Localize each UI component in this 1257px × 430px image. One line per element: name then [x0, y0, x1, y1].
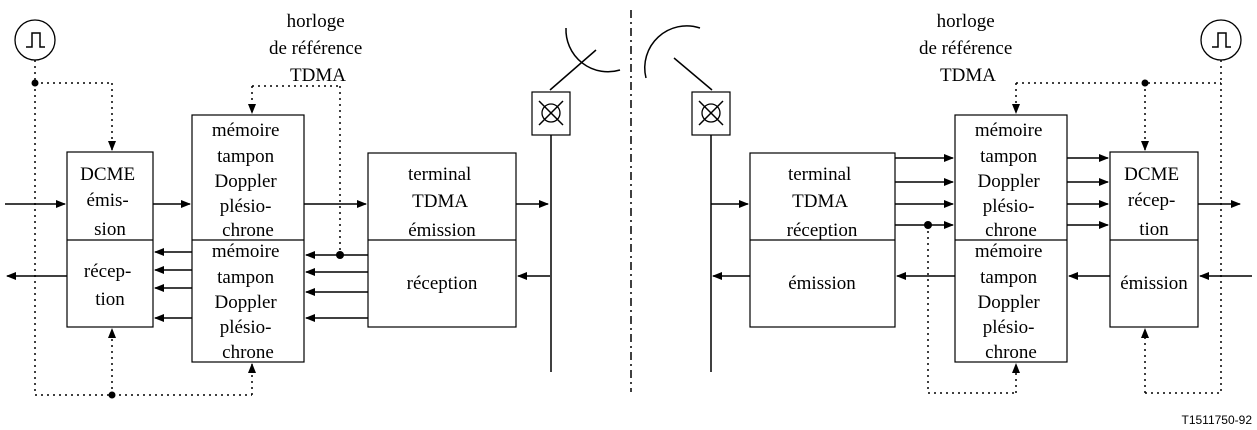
left-doppler-buffer-box [191, 114, 305, 363]
left-dcme-reception-label: récep- tion [84, 261, 136, 310]
right-doppler-buffer-box [954, 114, 1068, 363]
right-dcme-bottom-label: émission [1120, 273, 1188, 294]
right-antenna-icon [644, 25, 731, 372]
left-dcme-emission-label: DCME émis- sion [80, 164, 140, 240]
left-buffer-bottom-label: mémoire tampon Doppler plésio- chrone [212, 241, 284, 363]
left-antenna-icon [531, 27, 621, 372]
right-buffer-bottom-label: mémoire tampon Doppler plésio- chrone [975, 241, 1047, 363]
right-terminal-top-label: terminal TDMA réception [787, 164, 858, 241]
left-clock-icon [14, 19, 56, 61]
left-terminal-top-label: terminal TDMA émission [408, 164, 476, 241]
right-clock-label: horloge de référence TDMA [919, 11, 1017, 86]
right-terminal-bottom-label: émission [788, 273, 856, 294]
left-terminal-bottom-label: réception [407, 273, 478, 294]
right-buffer-top-label: mémoire tampon Doppler plésio- chrone [975, 120, 1047, 241]
figure-reference: T1511750-92 [1182, 413, 1253, 427]
left-clock-label: horloge de référence TDMA [269, 11, 367, 86]
left-dcme-box [66, 151, 154, 328]
left-buffer-top-label: mémoire tampon Doppler plésio- chrone [212, 120, 284, 241]
right-tdma-terminal-box [749, 152, 896, 328]
right-clock-icon [1200, 19, 1242, 61]
left-tdma-terminal-box [367, 152, 517, 328]
right-dcme-box [1109, 151, 1199, 328]
right-dcme-top-label: DCME récep- tion [1124, 164, 1184, 240]
